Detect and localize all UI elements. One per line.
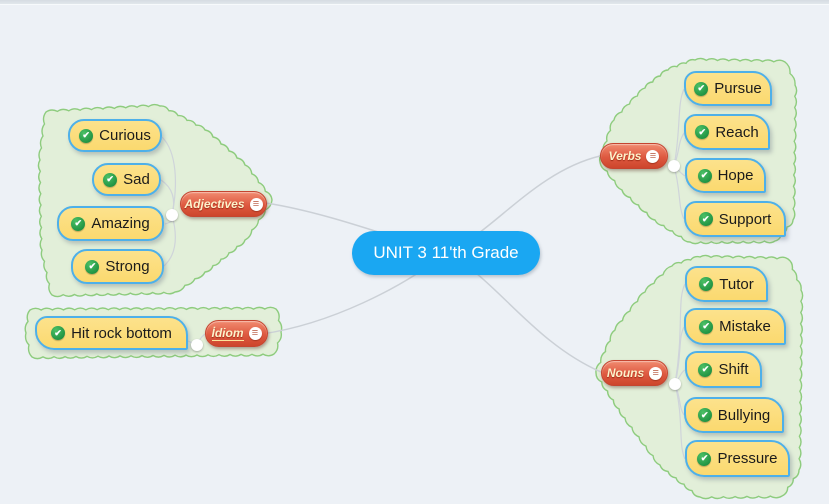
topic-text: Mistake (719, 318, 771, 335)
collapse-handle-idiom[interactable] (191, 339, 203, 351)
branch-label: İdiom (211, 326, 244, 341)
topic-text: Tutor (719, 275, 754, 293)
topic-text: Strong (105, 258, 150, 275)
topic-support[interactable]: ✔ Support (684, 201, 786, 237)
central-topic-label: UNIT 3 11'th Grade (373, 243, 519, 262)
topic-tutor[interactable]: ✔ Tutor (685, 266, 768, 302)
topic-text: Pursue (714, 80, 762, 97)
topic-bullying[interactable]: ✔ Bullying (684, 397, 784, 433)
topic-text: Shift (718, 361, 749, 378)
topic-text: Amazing (91, 215, 150, 232)
menu-icon[interactable]: ≡ (248, 327, 262, 340)
check-icon: ✔ (699, 277, 714, 291)
topic-text: Support (718, 210, 772, 228)
check-icon: ✔ (698, 212, 713, 226)
check-icon: ✔ (697, 168, 712, 183)
topic-hope[interactable]: ✔ Hope (685, 158, 766, 193)
check-icon: ✔ (694, 81, 709, 96)
check-icon: ✔ (699, 319, 714, 334)
branch-label: Adjectives (184, 197, 245, 211)
topic-sad[interactable]: ✔ Sad (92, 163, 161, 196)
topic-text: Curious (99, 127, 151, 144)
collapse-handle-verbs[interactable] (668, 160, 680, 172)
check-icon: ✔ (697, 451, 712, 466)
check-icon: ✔ (103, 172, 118, 187)
branch-label: Nouns (606, 366, 645, 380)
topic-pursue[interactable]: ✔ Pursue (684, 71, 772, 106)
topic-curious[interactable]: ✔ Curious (68, 119, 162, 152)
branch-label: Verbs (608, 149, 642, 163)
branch-idiom[interactable]: İdiom ≡ (205, 320, 268, 347)
topic-text: Bullying (717, 406, 771, 424)
menu-icon[interactable]: ≡ (649, 366, 663, 380)
check-icon: ✔ (695, 125, 710, 139)
topic-shift[interactable]: ✔ Shift (685, 351, 762, 388)
collapse-handle-adjectives[interactable] (166, 209, 178, 221)
child-connector-line (674, 383, 686, 460)
central-topic[interactable]: UNIT 3 11'th Grade (352, 231, 540, 275)
topic-text: Hope (717, 167, 754, 184)
child-connector-line (673, 165, 685, 220)
topic-text: Sad (123, 171, 150, 188)
check-icon: ✔ (85, 259, 100, 274)
topic-text: Pressure (717, 450, 778, 467)
top-border-strip (0, 0, 829, 5)
topic-mistake[interactable]: ✔ Mistake (684, 308, 786, 345)
branch-verbs[interactable]: Verbs ≡ (600, 143, 668, 169)
check-icon: ✔ (697, 408, 712, 422)
branch-adjectives[interactable]: Adjectives ≡ (180, 191, 267, 217)
child-connector-line (673, 88, 685, 167)
group-cloud-adjectives (37, 103, 273, 298)
topic-hit-rock-bottom[interactable]: ✔ Hit rock bottom (35, 316, 188, 350)
topic-pressure[interactable]: ✔ Pressure (685, 440, 790, 477)
child-connector-line (674, 326, 685, 385)
check-icon: ✔ (79, 128, 94, 143)
check-icon: ✔ (71, 216, 86, 231)
topic-amazing[interactable]: ✔ Amazing (57, 206, 164, 241)
collapse-handle-nouns[interactable] (669, 378, 681, 390)
check-icon: ✔ (51, 326, 66, 340)
topic-reach[interactable]: ✔ Reach (684, 114, 770, 150)
topic-text: Reach (715, 123, 759, 141)
menu-icon[interactable]: ≡ (646, 149, 660, 163)
branch-nouns[interactable]: Nouns ≡ (601, 360, 668, 386)
topic-text: Hit rock bottom (71, 324, 172, 342)
child-connector-line (674, 283, 686, 385)
check-icon: ✔ (698, 362, 713, 377)
menu-icon[interactable]: ≡ (249, 197, 263, 211)
topic-strong[interactable]: ✔ Strong (71, 249, 164, 284)
